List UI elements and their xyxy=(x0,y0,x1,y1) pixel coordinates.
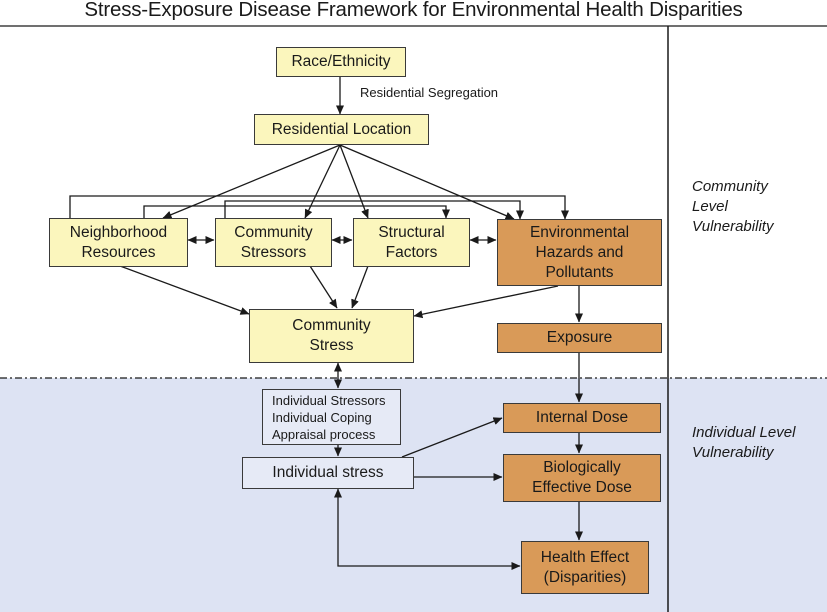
edge-hazards-communitystress xyxy=(413,285,559,319)
node-biologically-effective-dose: Biologically Effective Dose xyxy=(503,454,661,502)
node-health-effect: Health Effect (Disparities) xyxy=(521,541,649,594)
node-community-stress: Community Stress xyxy=(249,309,414,363)
node-individual-factors: Individual Stressors Individual Coping A… xyxy=(262,389,401,445)
region-label-individual: Individual Level Vulnerability xyxy=(692,424,796,461)
node-structural-factors: Structural Factors xyxy=(353,218,470,267)
edge-residential-structural xyxy=(339,144,369,219)
edge-residential-stressors xyxy=(304,144,341,219)
region-label-community: Community Level Vulnerability xyxy=(692,178,774,235)
edge-residential-neighborhood xyxy=(162,144,341,219)
node-exposure: Exposure xyxy=(497,323,662,353)
edge-label-residential-segregation: Residential Segregation xyxy=(360,85,499,100)
node-neighborhood-resources: Neighborhood Resources xyxy=(49,218,188,267)
diagram-title: Stress-Exposure Disease Framework for En… xyxy=(84,0,743,21)
edge-stressors-hazards-top xyxy=(221,200,524,227)
node-individual-stress: Individual stress xyxy=(242,457,414,489)
node-environmental-hazards: Environmental Hazards and Pollutants xyxy=(497,219,662,286)
edge-individualstress-internaldose xyxy=(401,417,503,458)
node-race-ethnicity: Race/Ethnicity xyxy=(276,47,406,77)
edge-individualstress-healtheffect xyxy=(334,488,521,570)
node-community-stressors: Community Stressors xyxy=(215,218,332,267)
edge-stressors-communitystress xyxy=(309,265,338,309)
node-internal-dose: Internal Dose xyxy=(503,403,661,433)
edge-residential-hazards xyxy=(339,144,515,220)
edge-structural-communitystress xyxy=(351,265,369,309)
node-residential-location: Residential Location xyxy=(254,114,429,145)
edge-neighborhood-hazards-top xyxy=(66,195,569,227)
edge-neighborhood-communitystress xyxy=(119,265,250,315)
